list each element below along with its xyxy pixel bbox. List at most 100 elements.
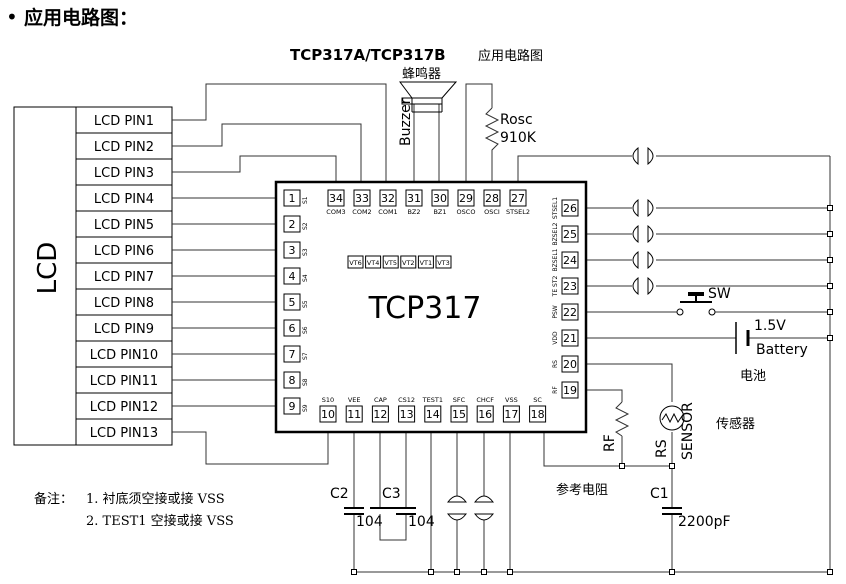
junction-dot: [827, 231, 833, 237]
pin-number: 25: [563, 228, 577, 241]
pin-box: [371, 405, 389, 423]
junction-dot: [351, 569, 357, 575]
pin-name: S1: [302, 196, 309, 204]
pin-number: 31: [407, 192, 421, 205]
pin-number: 22: [563, 306, 577, 319]
vt-pad: [435, 255, 452, 269]
wire-c3-link: [379, 514, 407, 541]
jumper-cap-right: [647, 198, 654, 218]
pin-name: TE ST2: [552, 275, 559, 297]
lcd-pin-label: LCD PIN3: [94, 166, 154, 181]
pin-box: [561, 277, 579, 295]
lcd-pin-box: [75, 314, 173, 342]
pin-number: 5: [289, 296, 296, 309]
pin-box: [476, 405, 494, 423]
pin-box: [509, 189, 527, 207]
jumper-cap-left: [632, 198, 639, 218]
pin-box: [353, 189, 371, 207]
pin-box: [457, 189, 475, 207]
pin-box: [424, 405, 442, 423]
wire-osco: [465, 83, 493, 190]
pin-number: 2: [289, 218, 296, 231]
pin-number: 26: [563, 202, 577, 215]
junction-dot: [481, 569, 487, 575]
jumper-cap-left: [632, 146, 639, 166]
switch-symbol: [676, 292, 716, 316]
lcd-label: LCD: [33, 242, 63, 295]
pin-name: OSCO: [457, 208, 476, 216]
junction-dot: [619, 463, 625, 469]
chip-label: TCP317: [368, 291, 482, 326]
pin-box: [327, 189, 345, 207]
pin-name: S3: [302, 248, 309, 256]
lcd-pin-box: [75, 418, 173, 446]
pin-number: 16: [478, 408, 492, 421]
pin-name: BZSEL1: [552, 248, 559, 271]
junction-dot: [827, 205, 833, 211]
c1-capacitor: [662, 507, 682, 515]
vt-pad: [382, 255, 399, 269]
lcd-block: [13, 106, 77, 446]
junction-dot: [827, 569, 833, 575]
pin-name: TEST1: [422, 396, 443, 404]
pin-name: COM2: [352, 208, 371, 216]
sfc-jumper: [446, 495, 468, 521]
pin-name: BZ2: [407, 208, 420, 216]
pin-box: [283, 293, 301, 311]
vt-pad: [365, 255, 382, 269]
notes-title: 备注：: [34, 491, 73, 507]
pin-box: [561, 225, 579, 243]
wire-pin20: [578, 363, 673, 402]
wire-lcd-pin3: [172, 155, 337, 190]
pin-box: [283, 267, 301, 285]
pin-box: [431, 189, 449, 207]
battery-voltage: 1.5V: [754, 318, 786, 334]
c2-label: C2: [330, 486, 349, 502]
c3-value: 104: [408, 514, 435, 530]
pin-name: COM1: [378, 208, 397, 216]
lcd-pin-label: LCD PIN10: [90, 348, 158, 363]
pin-number: 12: [373, 408, 387, 421]
pin-name: CHCF: [476, 396, 494, 404]
jumper-cap-right: [647, 250, 654, 270]
lcd-pin-label: LCD PIN13: [90, 426, 158, 441]
lcd-pin-label: LCD PIN11: [90, 374, 158, 389]
wire-lcd-pin2: [172, 123, 362, 190]
pin-box: [283, 397, 301, 415]
jumper-cap-left: [632, 224, 639, 244]
pin-box: [283, 371, 301, 389]
pin-number: 8: [289, 374, 296, 387]
battery-label: Battery: [756, 342, 808, 358]
pin-number: 27: [511, 192, 525, 205]
junction-dot: [507, 569, 513, 575]
lcd-pin-label: LCD PIN5: [94, 218, 154, 233]
c1-label: C1: [650, 486, 669, 502]
vt-pad-label: VT2: [402, 259, 415, 267]
switch-label: SW: [708, 286, 731, 302]
vt-pad-label: VT3: [437, 259, 450, 267]
pin-box: [283, 215, 301, 233]
pin-box: [379, 189, 397, 207]
buzzer-cn-label: 蜂鸣器: [402, 66, 441, 82]
pin-name: RS: [552, 360, 559, 368]
pin-box: [529, 405, 547, 423]
wire-stsel2: [517, 155, 632, 190]
lcd-pin-label: LCD PIN12: [90, 400, 158, 415]
junction-dot: [428, 569, 434, 575]
section-heading: 应用电路图：: [24, 6, 138, 29]
lcd-pin-label: LCD PIN1: [94, 114, 154, 129]
pin-number: 9: [289, 400, 296, 413]
diagram-title: TCP317A/TCP317B: [290, 46, 446, 64]
ref-resistor-cn-label: 参考电阻: [556, 482, 608, 498]
jumper-cap-right: [647, 276, 654, 296]
pin-number: 24: [563, 254, 577, 267]
pin-number: 29: [459, 192, 473, 205]
pin-box: [561, 355, 579, 373]
jumper-capacitor-group: [632, 146, 654, 296]
pin-number: 17: [504, 408, 518, 421]
pin-name: COM3: [326, 208, 345, 216]
sensor-cn-label: 传感器: [716, 416, 755, 432]
